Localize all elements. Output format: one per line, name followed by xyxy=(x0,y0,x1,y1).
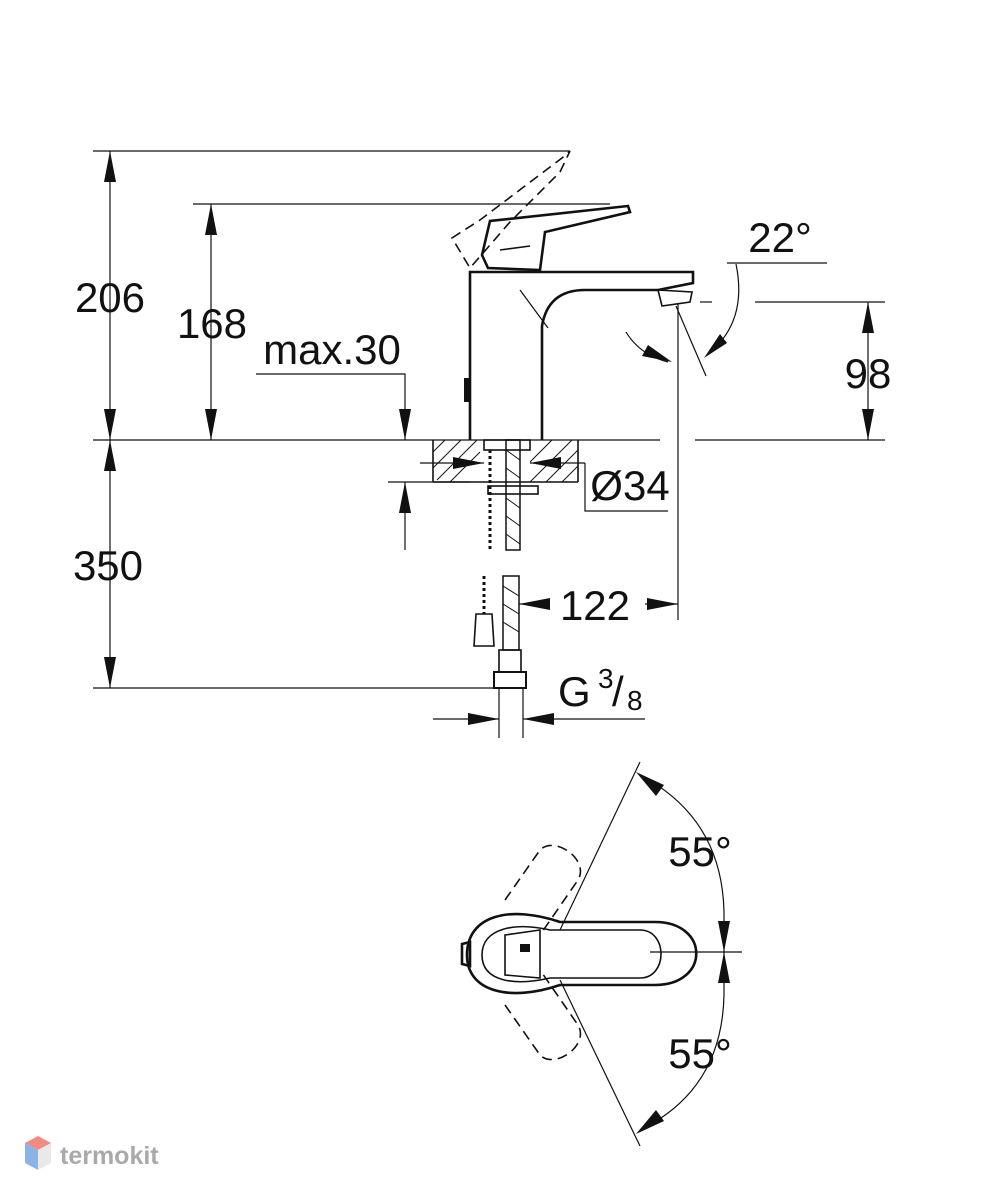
hatch xyxy=(502,585,520,597)
lever-detail xyxy=(499,245,531,251)
arrow-55-down-start xyxy=(718,952,730,983)
tap-top-outline xyxy=(465,912,698,995)
arrow-flow xyxy=(642,345,672,362)
arrow-206-bottom xyxy=(104,409,116,440)
hatch xyxy=(505,467,521,479)
mounting-washer xyxy=(487,485,539,495)
arrow-55-down-end xyxy=(636,1110,664,1134)
dim-168-label: 168 xyxy=(177,300,247,347)
hatch xyxy=(505,449,521,461)
lever-rotated-down xyxy=(504,969,582,1061)
dim-206-label: 206 xyxy=(75,274,145,321)
drain-pull-knob xyxy=(464,378,470,402)
hatch xyxy=(505,515,521,527)
arrow-206-top xyxy=(104,151,116,182)
hatch xyxy=(545,449,579,483)
arrow-350-bottom xyxy=(104,657,116,688)
dim-g-denominator: 8 xyxy=(627,685,643,716)
dim-line-max30 xyxy=(256,373,406,440)
arrow-55-up-start xyxy=(636,772,664,796)
drain-knob-top xyxy=(460,940,472,968)
supply-hose-upper xyxy=(505,439,521,551)
hose-ferrule xyxy=(498,649,522,673)
hatch xyxy=(529,439,553,463)
tap-body-outline xyxy=(468,270,695,440)
arrow-122-left xyxy=(519,598,550,610)
arrow-g-left xyxy=(468,713,499,725)
dim-max30-label: max.30 xyxy=(263,326,401,373)
angle-line-up xyxy=(559,761,641,931)
hatch xyxy=(505,533,521,545)
watermark-text: termokit xyxy=(60,1142,159,1170)
dim-22-label: 22° xyxy=(748,214,812,261)
arrow-22 xyxy=(704,334,727,358)
lever-base xyxy=(504,929,541,979)
hatch xyxy=(505,497,521,509)
dim-g-slash: / xyxy=(612,668,624,715)
arrow-98-bottom xyxy=(862,409,874,440)
spout-edge-line xyxy=(519,289,549,329)
dim-122-label: 122 xyxy=(560,582,630,629)
leader-34 xyxy=(584,463,668,512)
hatch xyxy=(561,465,579,483)
arrow-168-top xyxy=(205,204,217,235)
arrow-350-top xyxy=(104,440,116,471)
arrow-98-top xyxy=(862,302,874,333)
spout-flow-line xyxy=(675,305,707,377)
dim-98-label: 98 xyxy=(845,350,892,397)
hatch xyxy=(502,603,520,615)
lever-handle xyxy=(480,204,632,272)
hatch xyxy=(449,451,481,483)
dim-350-label: 350 xyxy=(73,542,143,589)
arrow-168-bottom xyxy=(205,409,217,440)
hatch xyxy=(432,439,446,453)
arrow-g-right xyxy=(523,713,554,725)
dim-g-label: G xyxy=(558,668,591,715)
arrow-max30-bottom xyxy=(399,482,411,513)
watermark: termokit xyxy=(25,1136,159,1170)
arrow-34-left xyxy=(453,457,484,469)
dim-34-label: Ø34 xyxy=(590,462,669,509)
hatch xyxy=(502,621,520,633)
logo-cube-left xyxy=(25,1143,38,1170)
mounting-nut xyxy=(483,439,531,451)
side-view: 206 168 max.30 22° xyxy=(73,150,892,738)
lever-raised-position xyxy=(450,150,571,270)
lever-mark xyxy=(520,944,530,952)
hose-connector-nut xyxy=(493,671,527,689)
aerator xyxy=(656,289,693,307)
dim-55-down-label: 55° xyxy=(668,1030,732,1077)
angle-arc-flow xyxy=(625,331,669,363)
arrow-max30-top xyxy=(399,409,411,440)
dim-g-numerator: 3 xyxy=(598,663,614,694)
logo-cube-right xyxy=(38,1143,51,1170)
termokit-logo-icon xyxy=(25,1136,51,1170)
arrow-34-right xyxy=(530,457,561,469)
top-view: 55° 55° xyxy=(460,761,742,1147)
angle-line-down xyxy=(559,979,641,1147)
pull-rod-weight xyxy=(473,613,495,647)
arrow-122-right xyxy=(647,598,678,610)
tap-top-inner xyxy=(481,925,662,983)
dim-55-up-label: 55° xyxy=(668,828,732,875)
